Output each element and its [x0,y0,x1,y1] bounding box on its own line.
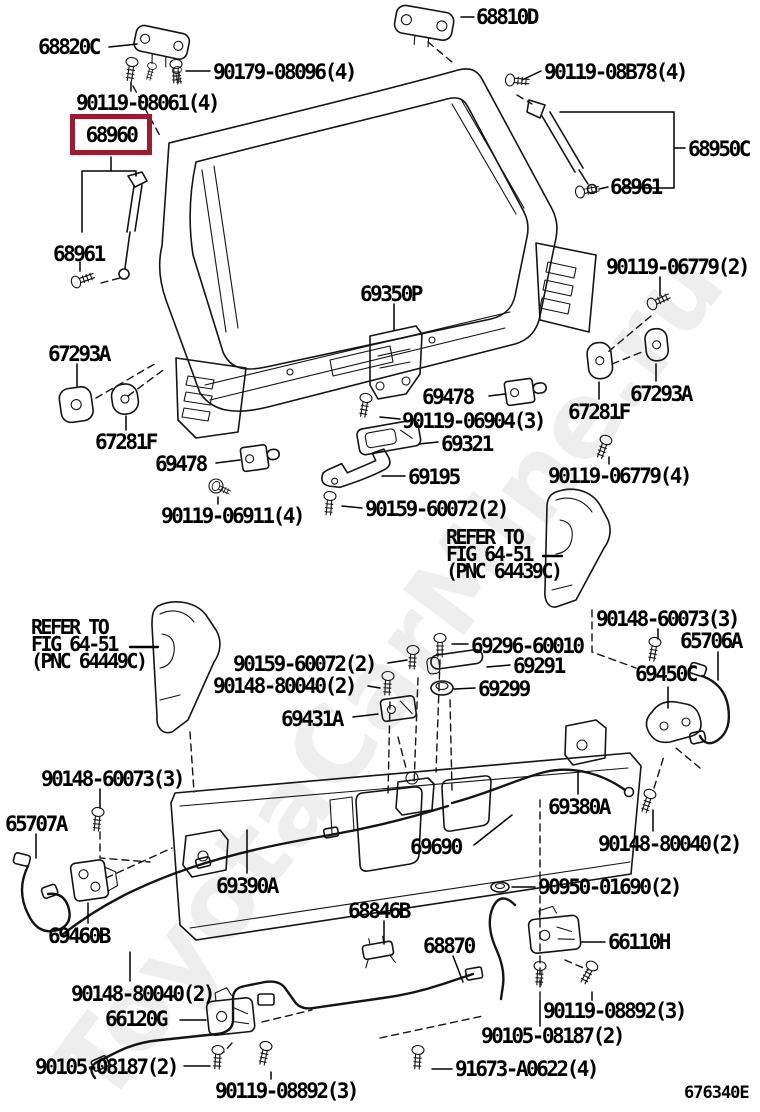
part-label-90119-06779-4: 90119-06779(4) [548,464,693,488]
part-drawing-69380A-cable [450,768,627,805]
part-label-90105-08187-l: 90105-08187(2) [35,1055,180,1079]
part-label-65707a: 65707A [5,812,68,836]
highlighted-part-box-68960: 68960 [70,114,152,155]
part-drawing-68846B [361,935,396,969]
part-label-90119-06904: 90119-06904(3) [402,409,547,433]
part-label-90119-06911: 90119-06911(4) [161,504,306,528]
part-label-68870: 68870 [423,934,476,958]
part-label-69350p: 69350P [360,282,423,306]
refer-note-left: REFER TO FIG 64-51 (PNC 64449C) [31,615,148,673]
part-drawing-corner-trim-right [544,488,611,608]
figure-code: 676340E [684,1083,750,1103]
part-drawing-69350P [369,325,423,400]
part-drawing-66110H [527,905,582,955]
bolt-icons [69,56,673,1070]
refer-line: (PNC 64449C) [31,649,148,673]
part-label-68961-right: 68961 [610,175,663,199]
part-label-90148-80040-b: 90148-80040(2) [71,982,216,1006]
part-label-90148-80040-r: 90148-80040(2) [598,832,743,856]
refer-note-right: REFER TO FIG 64-51 (PNC 64439C) [446,525,563,583]
part-label-67293a-left: 67293A [48,342,111,366]
alignment-dashed-lines [95,41,701,1053]
part-label-69478-left: 69478 [155,452,208,476]
part-label-69296-60010: 69296-60010 [471,634,585,658]
refer-line: FIG 64-51 [31,632,119,656]
part-label-65706a: 65706A [680,629,743,653]
part-drawing-69390A-cable [60,804,450,937]
refer-line: REFER TO [446,525,525,549]
part-drawing-68820C [133,24,191,68]
part-drawing-69478-left [239,443,281,473]
part-drawing-gas-strut-right-68950C [526,99,598,195]
part-drawing-69478-right [503,377,547,407]
part-label-68846b: 68846B [348,899,411,923]
part-label-90148-60073-l: 90148-60073(3) [41,767,186,791]
part-label-69450c: 69450C [635,662,698,686]
part-label-90119-08892-b: 90119-08892(3) [215,1079,360,1103]
part-drawing-68870-harness [90,897,517,1080]
part-drawing-65707A-cable [12,852,71,933]
part-label-90159-60072-u: 90159-60072(2) [365,497,510,521]
part-label-69690: 69690 [410,835,463,859]
part-drawing-69450C [645,700,702,744]
part-label-90159-60072-l: 90159-60072(2) [233,652,378,676]
part-drawing-66120G [205,987,256,1037]
part-label-67281f-left: 67281F [95,430,158,454]
part-label-91673-a0622: 91673-A0622(4) [455,1057,600,1081]
tailgate-upper-drawing [158,68,597,439]
part-label-68960: 68960 [85,122,139,147]
part-label-69195: 69195 [408,465,461,489]
part-drawing-corner-trim-left [151,601,221,734]
part-drawing-67293A-left [58,386,94,424]
part-label-68961-left: 68961 [53,242,106,266]
part-label-67281f-right: 67281F [568,400,631,424]
part-label-69291: 69291 [513,654,566,678]
part-drawing-69460B [69,859,119,902]
leader-lines [35,16,719,1080]
part-drawing-gas-strut-left-68960 [118,171,148,280]
part-drawing-69431A [379,694,418,723]
part-drawing-67281F-left [110,383,140,415]
part-label-68820c: 68820C [38,35,101,59]
part-label-69380a: 69380A [548,795,611,819]
part-label-90119-08061: 90119-08061(4) [76,91,221,115]
part-label-90119-06779-2: 90119-06779(2) [606,255,751,279]
part-label-69299: 69299 [478,677,531,701]
part-drawing-68810D [393,4,455,48]
part-label-90148-80040-l: 90148-80040(2) [213,674,358,698]
part-label-67293a-right: 67293A [630,382,693,406]
part-label-90119-08892-r: 90119-08892(3) [543,999,688,1023]
part-drawing-69299 [430,680,454,696]
part-drawing-65706A-cable [688,661,731,745]
part-drawing-90950-grommet [490,881,510,893]
part-label-90105-08187-m: 90105-08187(2) [481,1024,626,1048]
refer-line: (PNC 64439C) [446,559,563,583]
part-label-66110h: 66110H [608,930,671,954]
part-drawing-69195 [321,448,391,489]
part-label-69321: 69321 [441,432,494,456]
part-drawing-67293A-right [644,327,670,362]
tailgate-lower-drawing [60,719,642,941]
part-label-69431a: 69431A [281,707,344,731]
part-label-69460b: 69460B [48,924,111,948]
part-label-90179-08096: 90179-08096(4) [213,60,358,84]
part-label-68810d: 68810D [476,5,539,29]
part-label-69478-right: 69478 [422,385,475,409]
part-label-68950c: 68950C [688,137,751,161]
part-drawing-69321 [356,419,422,456]
part-drawing-67281F-right [586,341,614,380]
part-label-69390a: 69390A [216,874,279,898]
part-label-90119-08b78: 90119-08B78(4) [544,60,689,84]
part-label-66120g: 66120G [105,1007,168,1031]
part-label-90950-01690: 90950-01690(2) [538,875,683,899]
part-label-90148-60073-r: 90148-60073(3) [596,607,741,631]
refer-line: REFER TO [31,615,110,639]
refer-line: FIG 64-51 [446,542,534,566]
